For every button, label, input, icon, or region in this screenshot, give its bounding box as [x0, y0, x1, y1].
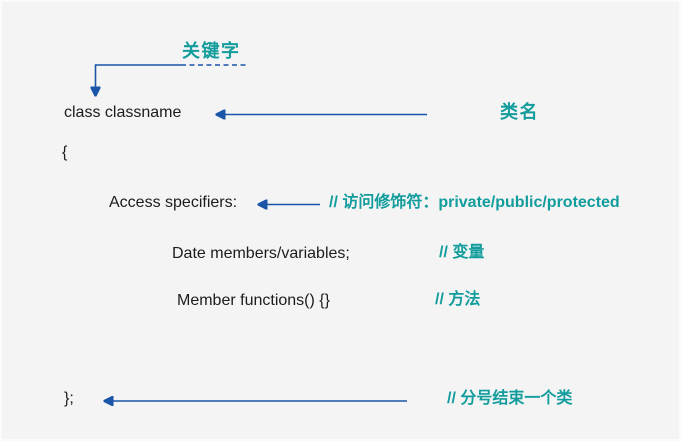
- open-brace-text: {: [62, 144, 68, 161]
- closing-comment: // 分号结束一个类: [447, 390, 573, 407]
- functions-comment: // 方法: [435, 291, 481, 308]
- access-comment: // 访问修饰符：private/public/protected: [329, 194, 620, 211]
- closing-brace-text: };: [64, 390, 74, 407]
- member-functions-text: Member functions() {}: [177, 292, 330, 309]
- class-declaration-text: class classname: [64, 104, 182, 121]
- keyword-label: 关键字: [182, 41, 241, 61]
- data-members-text: Date members/variables;: [172, 245, 350, 262]
- classname-label: 类名: [500, 102, 539, 122]
- members-comment: // 变量: [439, 244, 485, 261]
- access-specifiers-text: Access specifiers:: [109, 194, 238, 211]
- keyword-arrow: [96, 64, 181, 95]
